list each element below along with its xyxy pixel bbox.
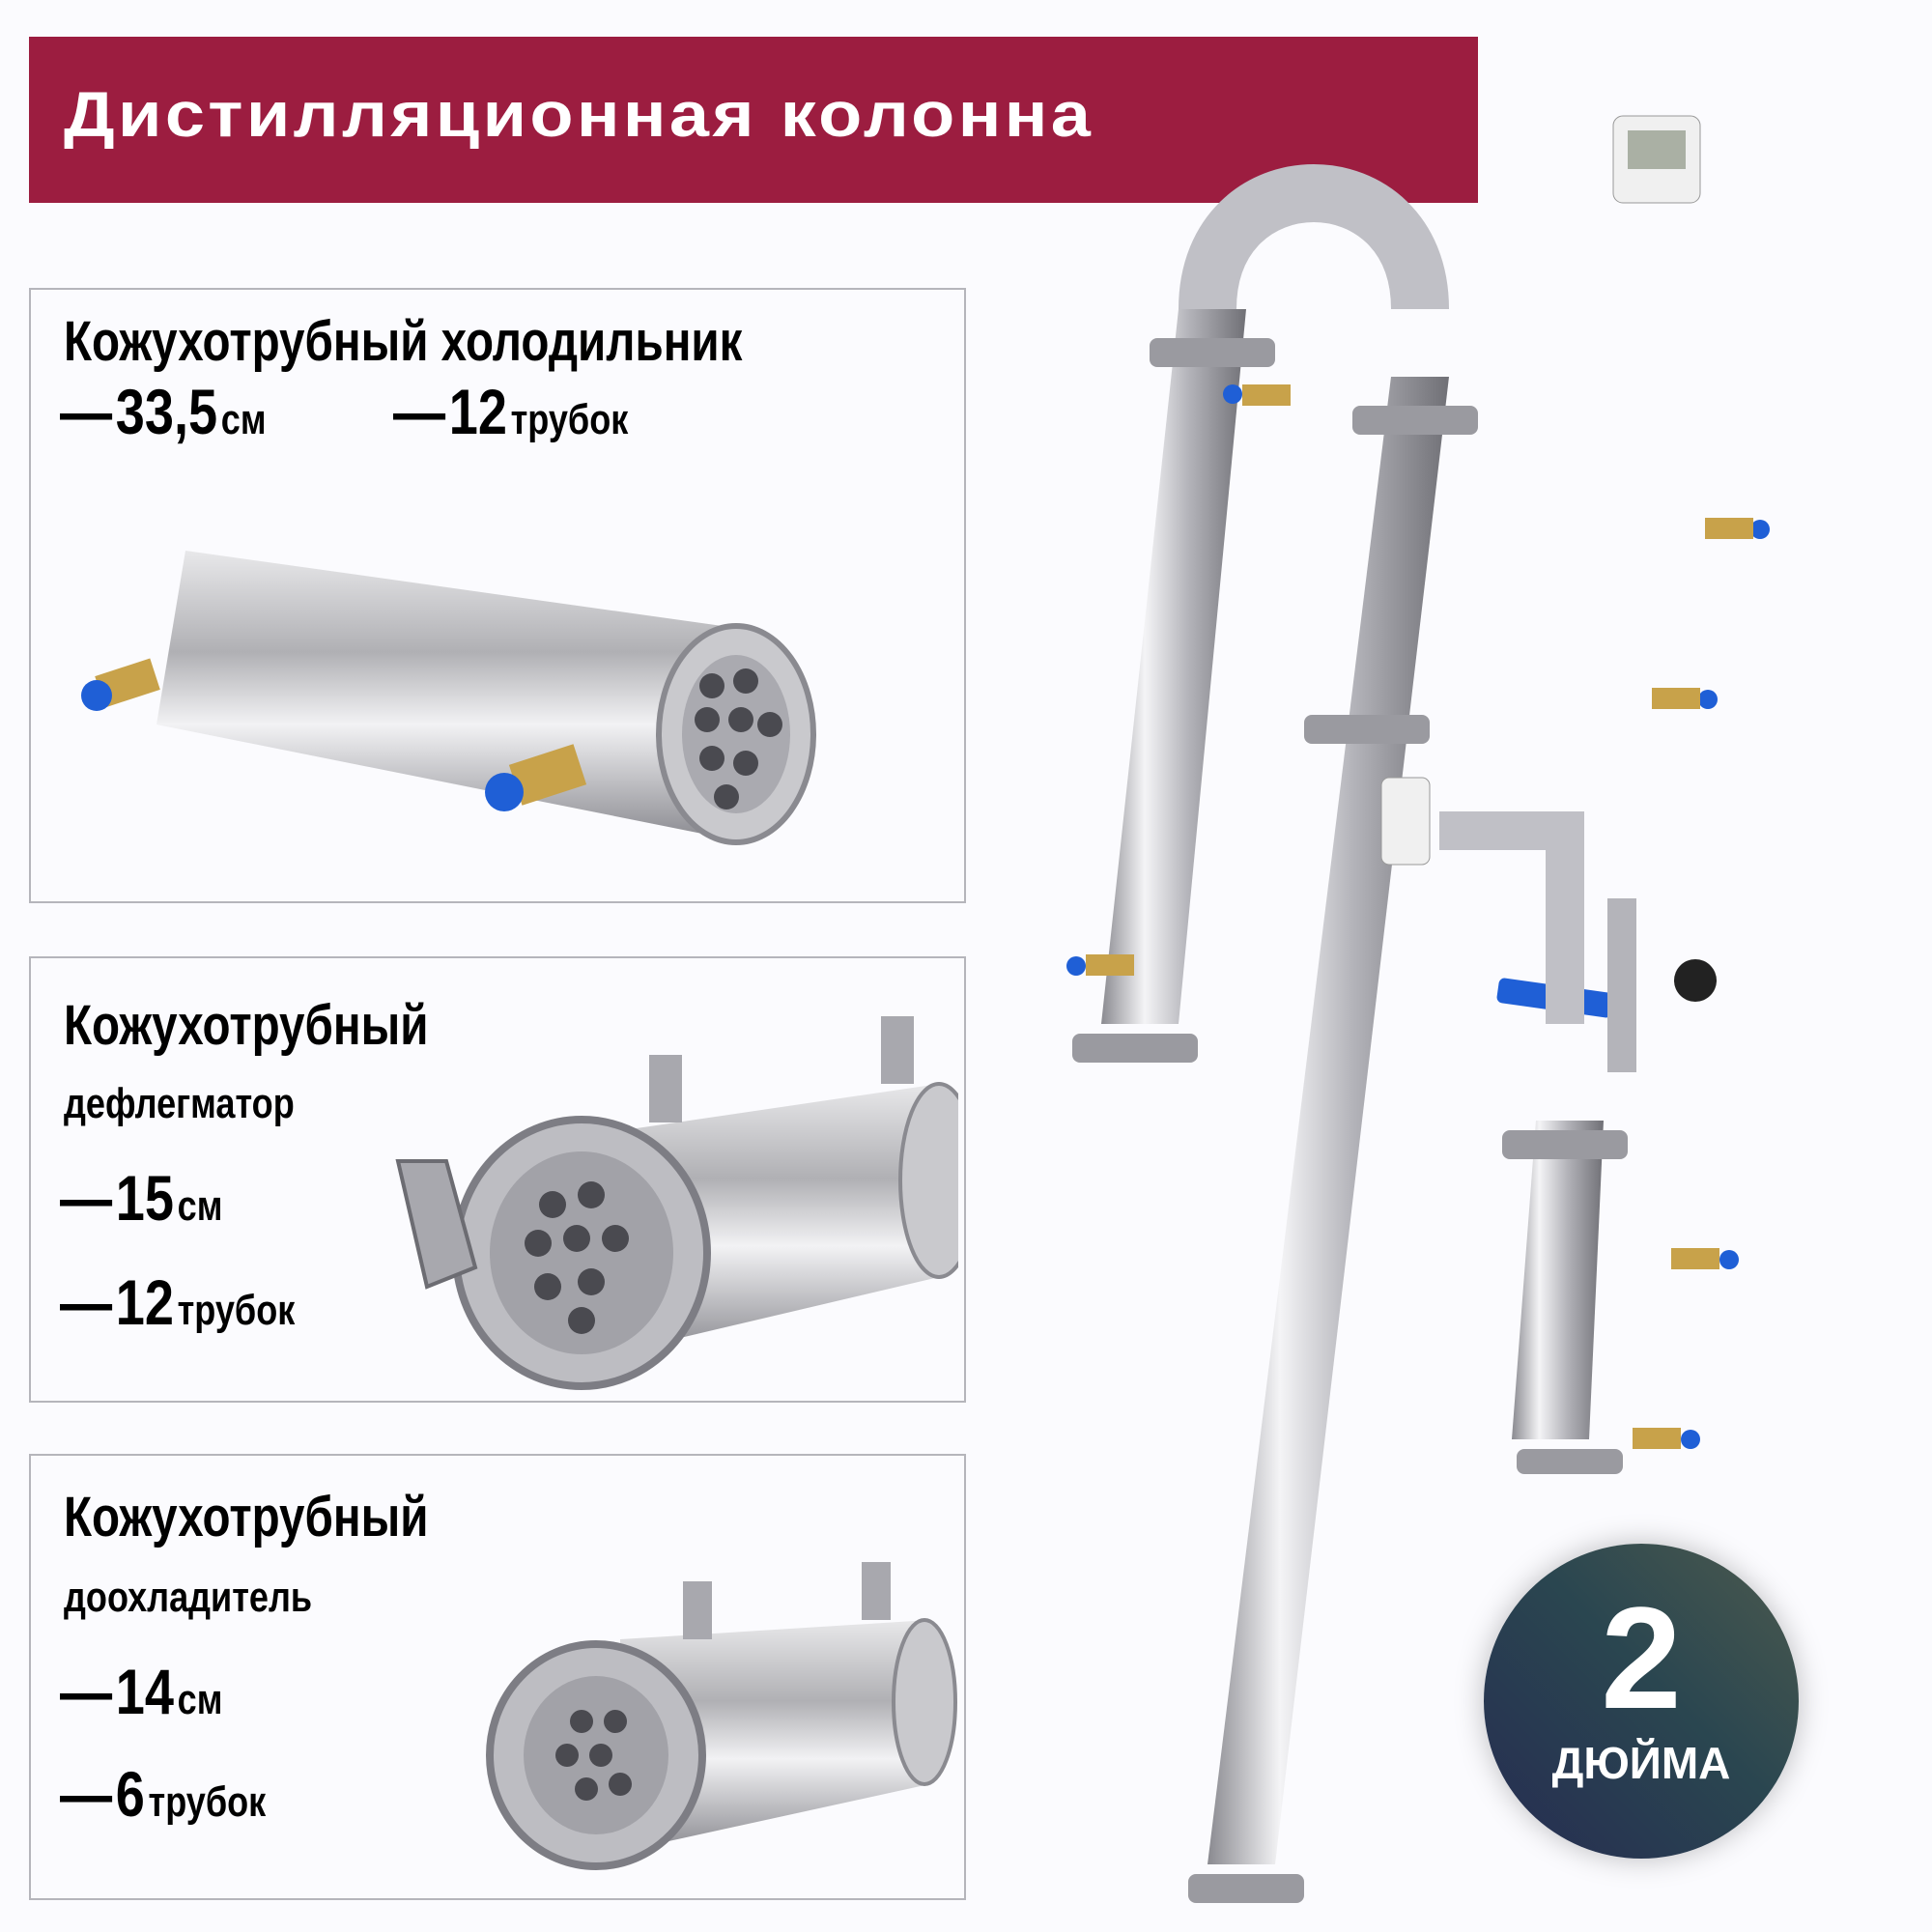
condenser-image xyxy=(81,551,816,845)
card-subtitle: дефлегматор xyxy=(64,1080,295,1127)
card-title: Кожухотрубный xyxy=(64,1486,429,1548)
spec-tubes: — 6 трубок xyxy=(60,1758,267,1830)
card-subtitle: доохладитель xyxy=(64,1574,313,1621)
spec-length: — 15 см xyxy=(60,1162,223,1234)
size-badge: 2 ДЮЙМА xyxy=(1484,1544,1799,1859)
badge-value: 2 xyxy=(1601,1577,1682,1739)
spec-tubes: — 12 трубок xyxy=(60,1266,296,1338)
spec-tubes: — 12 трубок xyxy=(393,376,629,447)
spec-length: — 14 см xyxy=(60,1656,223,1727)
card-title: Кожухотрубный холодильник xyxy=(64,310,743,373)
spec-length: — 33,5 см xyxy=(60,376,267,447)
card-condenser: Кожухотрубный холодильник — 33,5 см — 12… xyxy=(29,288,966,903)
badge-unit: ДЮЙМА xyxy=(1551,1738,1731,1788)
aftercooler-image xyxy=(486,1562,957,1870)
card-aftercooler: Кожухотрубный доохладитель — 14 см — 6 т… xyxy=(29,1454,966,1900)
page-title: Дистилляционная колонна xyxy=(64,78,1094,150)
card-title: Кожухотрубный xyxy=(64,994,429,1057)
title-banner: Дистилляционная колонна xyxy=(29,37,1478,203)
card-dephlegmator: Кожухотрубный дефлегматор — 15 см — 12 т… xyxy=(29,956,966,1403)
distillation-column-image xyxy=(1066,115,1770,1903)
dephlegmator-image xyxy=(395,1016,958,1390)
